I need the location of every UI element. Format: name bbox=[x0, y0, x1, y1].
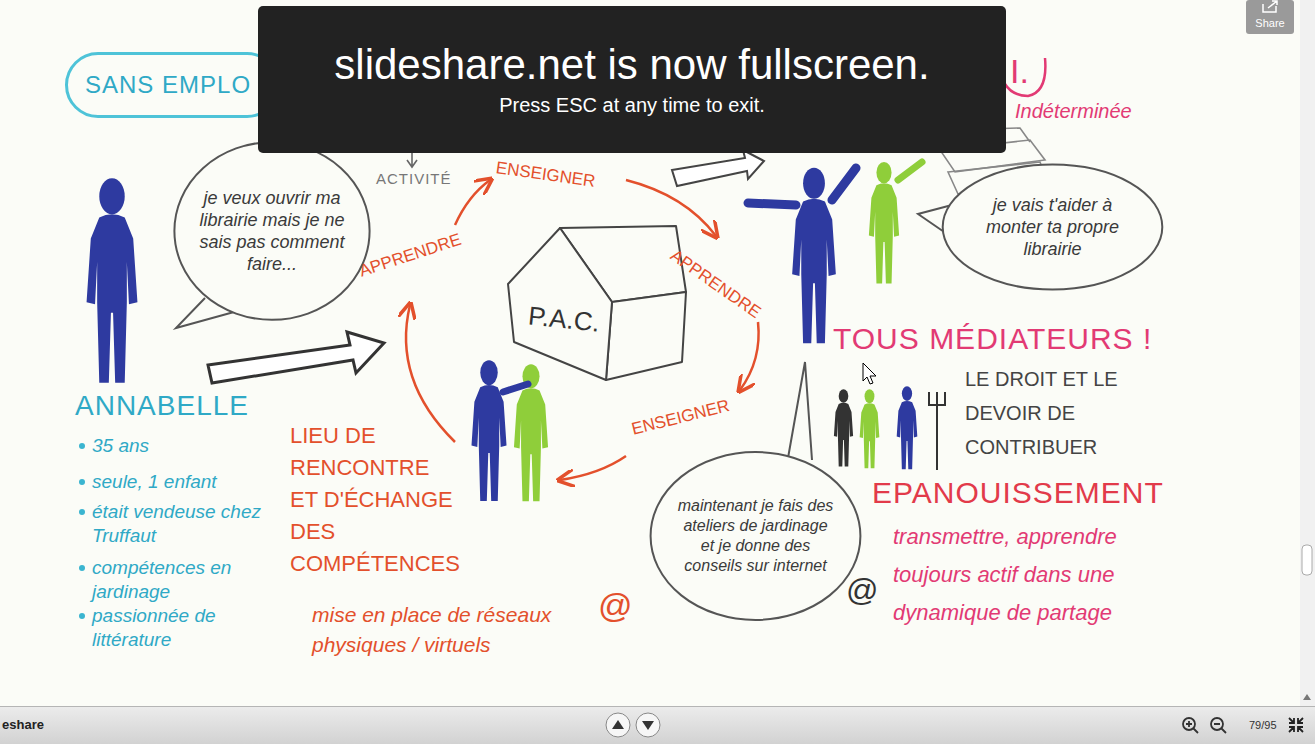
share-icon bbox=[1263, 1, 1277, 12]
notice-title: slideshare.net is now fullscreen. bbox=[334, 40, 929, 90]
zoom-out-mark bbox=[1214, 724, 1226, 733]
outcome-text: transmettre, apprendre toujours actif da… bbox=[893, 518, 1175, 632]
corner-heading: I. bbox=[1010, 52, 1029, 91]
down-triangle bbox=[642, 721, 654, 730]
figure-arm bbox=[748, 168, 856, 205]
toolbar-band: eshare 79/95 bbox=[0, 706, 1300, 744]
figure-arm bbox=[898, 162, 922, 180]
speech-bubble: maintenant je fais des ateliers de jardi… bbox=[648, 450, 863, 622]
person-figure bbox=[471, 360, 506, 501]
profile-item: 35 ans bbox=[92, 434, 149, 458]
speech-bubble: je vais t'aider à monter ta propre libra… bbox=[940, 163, 1165, 291]
house-wall bbox=[606, 292, 686, 380]
bullet-dot bbox=[79, 613, 85, 619]
bullet-dot bbox=[79, 443, 85, 449]
heading-text: SANS EMPLO bbox=[85, 71, 251, 99]
person-figure bbox=[792, 168, 836, 344]
figures bbox=[87, 162, 945, 501]
figure-arm bbox=[503, 384, 528, 392]
share-button-ground bbox=[1246, 0, 1294, 34]
slogan: TOUS MÉDIATEURS ! bbox=[833, 322, 1152, 356]
bubble-text: maintenant je fais des ateliers de jardi… bbox=[677, 496, 835, 576]
cycle-arrow bbox=[560, 456, 626, 480]
background bbox=[0, 0, 1300, 706]
house-front bbox=[508, 228, 612, 380]
page-counter: 79/95 bbox=[1249, 719, 1277, 731]
bullet-dot bbox=[79, 479, 85, 485]
share-text: Share bbox=[1255, 17, 1284, 29]
person-figure bbox=[860, 389, 880, 468]
next-button bbox=[636, 713, 660, 737]
bubble-tail bbox=[788, 362, 812, 460]
scroll-arrow bbox=[1303, 694, 1311, 700]
bubble-outline bbox=[172, 140, 372, 322]
bubble-ellipse bbox=[174, 142, 369, 320]
profile-item: était vendeuse chez Truffaut bbox=[92, 500, 262, 548]
prev-button bbox=[606, 713, 630, 737]
place-description: LIEU DE RENCONTRE ET D'ÉCHANGE DES COMPÉ… bbox=[290, 420, 462, 580]
person-figure bbox=[897, 386, 918, 469]
zoom-icons bbox=[1183, 718, 1226, 733]
activity-label: ACTIVITÉ bbox=[376, 170, 452, 187]
person-name: ANNABELLE bbox=[75, 390, 249, 422]
slide-ground bbox=[0, 0, 1300, 706]
learning-cycle-arrows bbox=[406, 180, 759, 480]
scroll-track bbox=[1300, 0, 1315, 706]
cycle-arrow bbox=[406, 305, 455, 442]
share-button-bg bbox=[1246, 0, 1294, 34]
hollow-arrow bbox=[672, 150, 764, 186]
speech-bubble: je veux ouvrir ma librairie mais je ne s… bbox=[172, 140, 372, 322]
bullet-dot bbox=[79, 509, 85, 515]
bullet-dot bbox=[79, 565, 85, 571]
zoom-in-mark bbox=[1186, 721, 1198, 733]
notice-hint: Press ESC at any time to exit. bbox=[499, 94, 765, 117]
contract-type: Indéterminée bbox=[1015, 100, 1132, 123]
outcome-heading: EPANOUISSEMENT bbox=[872, 476, 1164, 510]
scrollbar bbox=[1300, 0, 1315, 706]
bubble-ellipse bbox=[651, 452, 861, 620]
big-hollow-arrow bbox=[208, 332, 384, 383]
network-note: mise en place de réseaux physiques / vir… bbox=[312, 600, 582, 660]
at-sign: @ bbox=[598, 586, 633, 625]
person-figure bbox=[834, 389, 853, 466]
toolbar bbox=[0, 706, 1315, 744]
profile-item: passionnée de littérature bbox=[92, 604, 252, 652]
site-name: eshare bbox=[2, 717, 44, 732]
bubble-text: je veux ouvrir ma librairie mais je ne s… bbox=[197, 187, 347, 275]
fullscreen-notice: slideshare.net is now fullscreen. Press E… bbox=[258, 6, 1006, 153]
profile-item: seule, 1 enfant bbox=[92, 470, 217, 494]
at-sign: @ bbox=[846, 572, 878, 609]
circle-outline bbox=[1000, 50, 1046, 96]
toolbar-edge bbox=[0, 706, 1315, 707]
bubble-text: je vais t'aider à monter ta propre libra… bbox=[969, 194, 1137, 260]
cycle-arrow bbox=[740, 322, 759, 390]
pitchfork bbox=[929, 392, 945, 470]
mouse-cursor bbox=[863, 363, 876, 384]
bubble-outline bbox=[648, 450, 863, 622]
pink-circle bbox=[1000, 50, 1046, 96]
rights-note: LE DROIT ET LE DEVOIR DE CONTRIBUER bbox=[965, 362, 1133, 464]
toolbar-bg bbox=[0, 706, 1315, 744]
up-triangle bbox=[612, 720, 624, 729]
heading-box: SANS EMPLO bbox=[65, 52, 280, 118]
scroll-thumb bbox=[1302, 545, 1312, 575]
cycle-arrow bbox=[455, 180, 490, 225]
bubble-ellipse bbox=[943, 165, 1163, 290]
profile-item: compétences en jardinage bbox=[92, 556, 262, 604]
exit-fullscreen-icon bbox=[1289, 718, 1303, 732]
house: P.A.C. bbox=[500, 222, 690, 384]
annabelle-figure bbox=[87, 178, 138, 383]
share-button: Share bbox=[1246, 0, 1294, 34]
